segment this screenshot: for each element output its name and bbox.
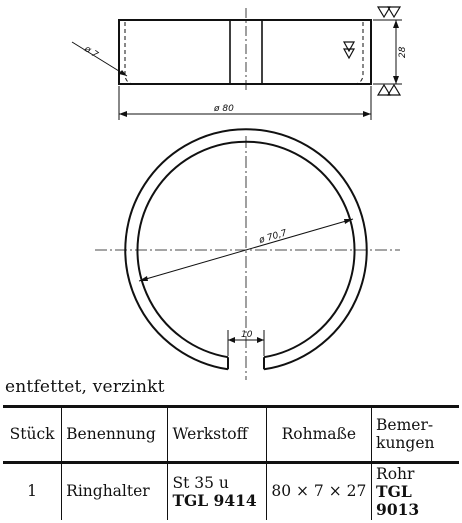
gap-arrow-left [228, 337, 235, 343]
ring-inner-edge [136, 140, 356, 359]
inner-dim-arrow-right [344, 219, 353, 224]
chamfer-leader [71, 41, 128, 77]
header-qty: Stück [9, 424, 55, 443]
top-view: ø 70,7 10 [95, 128, 400, 380]
surface-finish-symbol-mid [342, 41, 356, 60]
table-row: 1 Ringhalter St 35 u TGL 9414 80 × 7 × 2… [3, 462, 459, 520]
cell-material-line1: St 35 u [172, 473, 229, 492]
header-raw-dimensions: Rohmaße [265, 406, 372, 463]
header-material: Werkstoff [167, 406, 267, 463]
height-arrow-bottom [393, 76, 399, 84]
chamfer-left [124, 22, 133, 85]
cell-qty: 1 [27, 482, 38, 501]
technical-drawing: ø 7 ø 80 28 [71, 6, 408, 380]
chamfer-arrowhead [119, 70, 127, 76]
gap-dim-label: 10 [241, 330, 253, 340]
header-name: Benennung [61, 406, 168, 463]
height-dim-label: 28 [398, 46, 408, 58]
gap-arrow-right [257, 337, 264, 343]
parts-list-table: Stück Benennung Werkstoff Rohmaße Bemer-… [3, 405, 459, 520]
header-remarks-line2: kungen [376, 433, 435, 452]
cell-remarks: Rohr TGL 9013 [371, 462, 459, 520]
outer-dim-arrow-right [363, 111, 371, 117]
side-view-outline [118, 19, 372, 85]
table-header-row: Stück Benennung Werkstoff Rohmaße Bemer-… [3, 406, 459, 463]
surface-finish-symbol-top [376, 6, 402, 19]
header-remarks-line1: Bemer- [376, 416, 434, 435]
chamfer-right [355, 22, 364, 85]
surface-finish-symbol-bottom [376, 83, 402, 96]
outer-dim-label: ø 80 [213, 104, 234, 114]
cell-name: Ringhalter [61, 462, 168, 520]
cell-material: St 35 u TGL 9414 [167, 462, 267, 520]
ring-outer-edge [124, 128, 368, 371]
cell-material-line2: TGL 9414 [172, 491, 257, 510]
inner-dim-line [138, 218, 354, 282]
header-remarks: Bemer- kungen [371, 406, 459, 463]
outer-dim-arrow-left [119, 111, 127, 117]
cell-remarks-line2: TGL 9013 [376, 482, 420, 519]
height-arrow-top [393, 20, 399, 28]
inner-dim-label: ø 70,7 [257, 228, 288, 246]
chamfer-dim-label: ø 7 [81, 44, 99, 61]
cell-remarks-line1: Rohr [376, 465, 415, 484]
cell-raw-dimensions: 80 × 7 × 27 [265, 462, 372, 520]
finish-note: entfettet, verzinkt [5, 377, 165, 397]
inner-dim-arrow-left [139, 276, 148, 281]
side-view: ø 7 ø 80 28 [71, 6, 408, 120]
